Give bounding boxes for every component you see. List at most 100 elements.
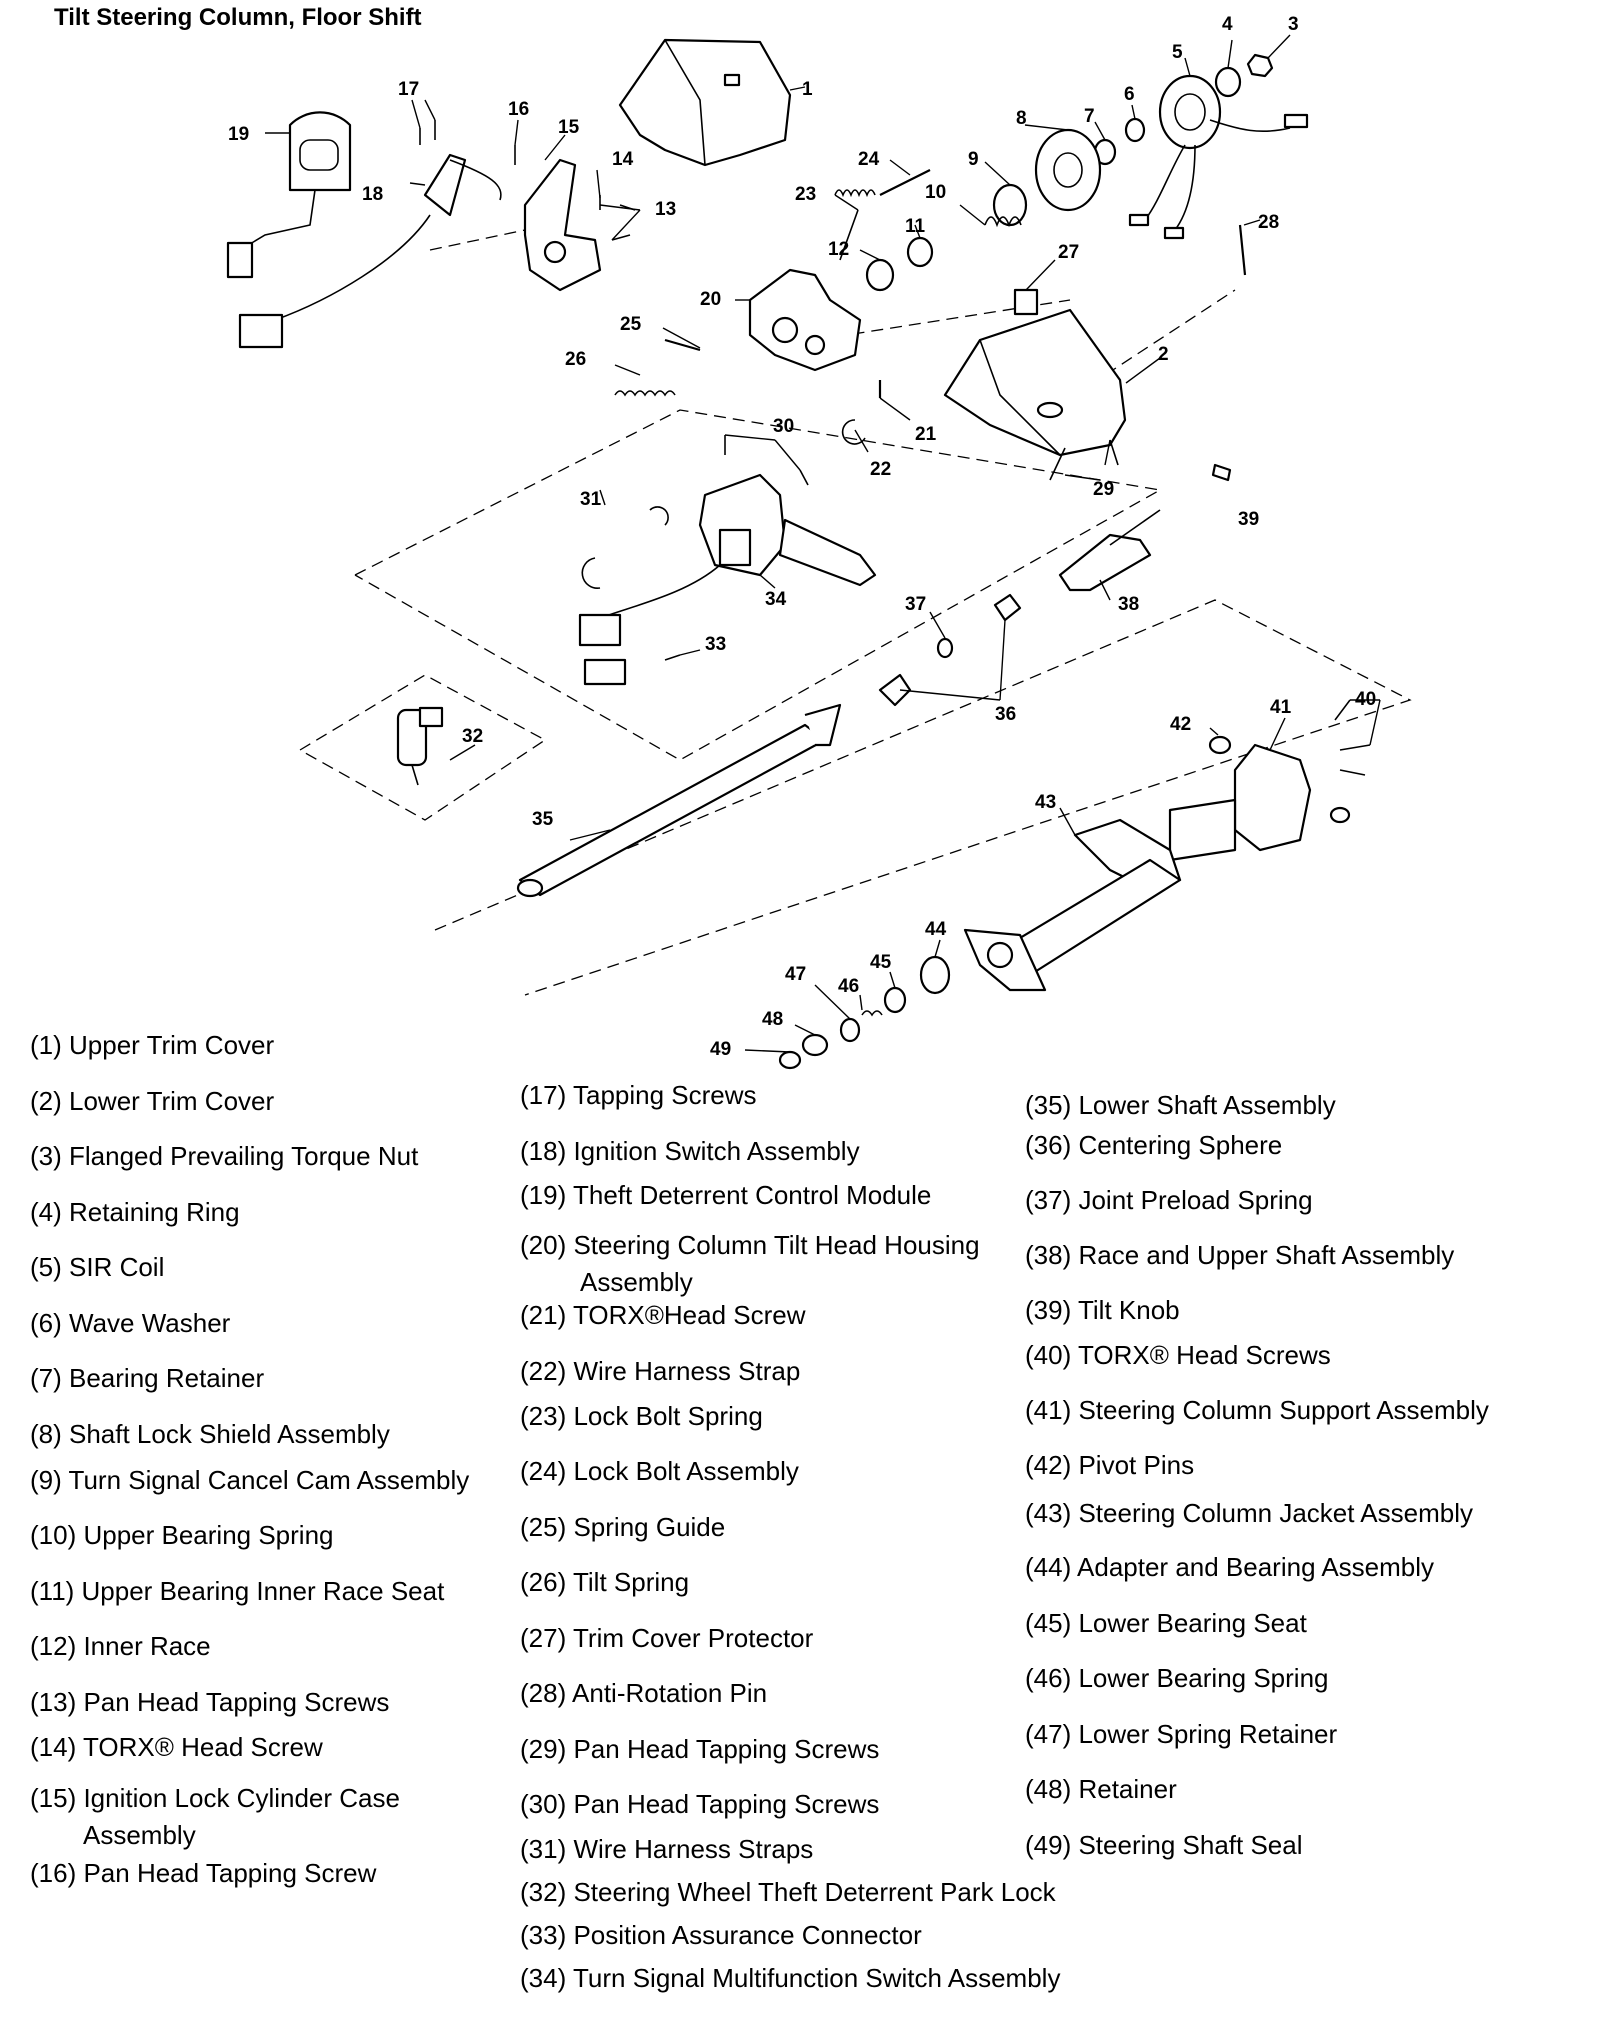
leader-lines — [265, 34, 1381, 1053]
legend-item-text: Assembly — [83, 1820, 196, 1850]
legend-item-text: (44) Adapter and Bearing Assembly — [1025, 1552, 1435, 1582]
legend-item: (34) Turn Signal Multifunction Switch As… — [520, 1963, 1060, 1993]
legend-item-text: (27) Trim Cover Protector — [520, 1623, 814, 1653]
legend-item-text: (35) Lower Shaft Assembly — [1025, 1090, 1336, 1120]
legend-item: (39) Tilt Knob — [1025, 1295, 1180, 1325]
park-lock-part — [396, 706, 444, 786]
callout-numbers: 1 2 3 4 5 6 7 8 9 10 11 12 13 14 15 16 1… — [228, 14, 1376, 1060]
legend-item-text: (5) SIR Coil — [30, 1252, 165, 1282]
legend-item: (30) Pan Head Tapping Screws — [520, 1789, 879, 1819]
legend-item: (29) Pan Head Tapping Screws — [520, 1734, 879, 1764]
legend-item: (2) Lower Trim Cover — [30, 1086, 274, 1116]
legend-item-text: (14) TORX® Head Screw — [30, 1732, 323, 1762]
legend-item-text: (36) Centering Sphere — [1025, 1130, 1283, 1160]
callout-13: 13 — [655, 199, 676, 220]
callout-49: 49 — [710, 1039, 731, 1060]
callout-4: 4 — [1222, 14, 1233, 35]
legend-item-text: (6) Wave Washer — [30, 1308, 231, 1338]
legend-item-text: (21) TORX®Head Screw — [520, 1300, 806, 1330]
callout-39: 39 — [1238, 509, 1259, 530]
legend-item-text: (38) Race and Upper Shaft Assembly — [1025, 1240, 1455, 1270]
callout-36: 36 — [995, 704, 1016, 725]
legend-item: (17) Tapping Screws — [520, 1080, 757, 1110]
callout-16: 16 — [508, 99, 529, 120]
legend-item-text: (2) Lower Trim Cover — [30, 1086, 275, 1116]
callout-20: 20 — [700, 289, 721, 310]
callout-46: 46 — [838, 976, 859, 997]
legend-item: (48) Retainer — [1025, 1774, 1177, 1804]
legend-item: (41) Steering Column Support Assembly — [1025, 1395, 1489, 1425]
legend-item: (37) Joint Preload Spring — [1025, 1185, 1313, 1215]
legend-item: (40) TORX® Head Screws — [1025, 1340, 1331, 1370]
callout-3: 3 — [1288, 14, 1299, 35]
legend-item-text: (47) Lower Spring Retainer — [1025, 1719, 1338, 1749]
callout-6: 6 — [1124, 84, 1135, 105]
callout-2: 2 — [1158, 344, 1169, 365]
legend-item: (43) Steering Column Jacket Assembly — [1025, 1498, 1473, 1528]
callout-37: 37 — [905, 594, 926, 615]
callout-29: 29 — [1093, 479, 1114, 500]
legend-item: (28) Anti-Rotation Pin — [520, 1678, 767, 1708]
diagram-title: Tilt Steering Column, Floor Shift — [54, 4, 422, 31]
legend-item-text: (43) Steering Column Jacket Assembly — [1025, 1498, 1473, 1528]
legend-item: (13) Pan Head Tapping Screws — [30, 1687, 389, 1717]
legend-item-text: (13) Pan Head Tapping Screws — [30, 1687, 390, 1717]
legend-item-text: (7) Bearing Retainer — [30, 1363, 265, 1393]
legend-item-text: (19) Theft Deterrent Control Module — [520, 1180, 932, 1210]
callout-25: 25 — [620, 314, 642, 335]
legend-item: (3) Flanged Prevailing Torque Nut — [30, 1141, 418, 1171]
legend-item: (16) Pan Head Tapping Screw — [30, 1858, 376, 1888]
legend-item: (19) Theft Deterrent Control Module — [520, 1180, 931, 1210]
callout-22: 22 — [870, 459, 891, 480]
ignition-group — [226, 111, 636, 349]
legend-item: (5) SIR Coil — [30, 1252, 164, 1282]
legend-item-text: (40) TORX® Head Screws — [1025, 1340, 1331, 1370]
callout-7: 7 — [1084, 106, 1095, 127]
legend-item-text: (24) Lock Bolt Assembly — [520, 1456, 799, 1486]
legend-item-text: (37) Joint Preload Spring — [1025, 1185, 1313, 1215]
legend-item-text: (3) Flanged Prevailing Torque Nut — [30, 1141, 419, 1171]
legend-item-text: (23) Lock Bolt Spring — [520, 1401, 763, 1431]
legend-item: (26) Tilt Spring — [520, 1567, 689, 1597]
callout-14: 14 — [612, 149, 634, 170]
callout-9: 9 — [968, 149, 979, 170]
callout-48: 48 — [762, 1009, 783, 1030]
turn-signal-switch-group — [578, 435, 1232, 686]
legend-item-text: (16) Pan Head Tapping Screw — [30, 1858, 377, 1888]
legend-item: (21) TORX®Head Screw — [520, 1300, 806, 1330]
legend-item-text: (49) Steering Shaft Seal — [1025, 1830, 1303, 1860]
legend-item: (23) Lock Bolt Spring — [520, 1401, 763, 1431]
legend-item-text: (12) Inner Race — [30, 1631, 211, 1661]
legend-item: (36) Centering Sphere — [1025, 1130, 1282, 1160]
callout-1: 1 — [802, 79, 813, 100]
legend-item-text: (10) Upper Bearing Spring — [30, 1520, 334, 1550]
legend-item: (46) Lower Bearing Spring — [1025, 1663, 1329, 1693]
legend-item-text: (33) Position Assurance Connector — [520, 1920, 922, 1950]
callout-23: 23 — [795, 184, 816, 205]
legend-item-text: (9) Turn Signal Cancel Cam Assembly — [30, 1465, 470, 1495]
legend-item-text: (25) Spring Guide — [520, 1512, 726, 1542]
legend-item-continuation: Assembly — [83, 1820, 196, 1850]
legend-item: (20) Steering Column Tilt Head Housing — [520, 1230, 980, 1260]
callout-42: 42 — [1170, 714, 1191, 735]
legend-item: (18) Ignition Switch Assembly — [520, 1136, 860, 1166]
legend-item: (33) Position Assurance Connector — [520, 1920, 922, 1950]
legend-item-text: (42) Pivot Pins — [1025, 1450, 1195, 1480]
legend-item: (14) TORX® Head Screw — [30, 1732, 323, 1762]
callout-40: 40 — [1355, 689, 1376, 710]
legend-item-text: (46) Lower Bearing Spring — [1025, 1663, 1329, 1693]
legend-item-text: (45) Lower Bearing Seat — [1025, 1608, 1307, 1638]
upper-trim-cover — [618, 38, 792, 167]
callout-11: 11 — [905, 216, 926, 237]
legend-item: (31) Wire Harness Straps — [520, 1834, 813, 1864]
callout-31: 31 — [580, 489, 602, 510]
legend-item-text: (18) Ignition Switch Assembly — [520, 1136, 860, 1166]
legend-item: (45) Lower Bearing Seat — [1025, 1608, 1307, 1638]
legend-item-text: (4) Retaining Ring — [30, 1197, 240, 1227]
legend-item: (15) Ignition Lock Cylinder Case — [30, 1783, 400, 1813]
tilt-head-housing-group — [614, 224, 1247, 481]
callout-5: 5 — [1172, 42, 1183, 63]
legend-item: (25) Spring Guide — [520, 1512, 725, 1542]
legend-item: (42) Pivot Pins — [1025, 1450, 1194, 1480]
sir-coil-stack — [1034, 53, 1309, 240]
